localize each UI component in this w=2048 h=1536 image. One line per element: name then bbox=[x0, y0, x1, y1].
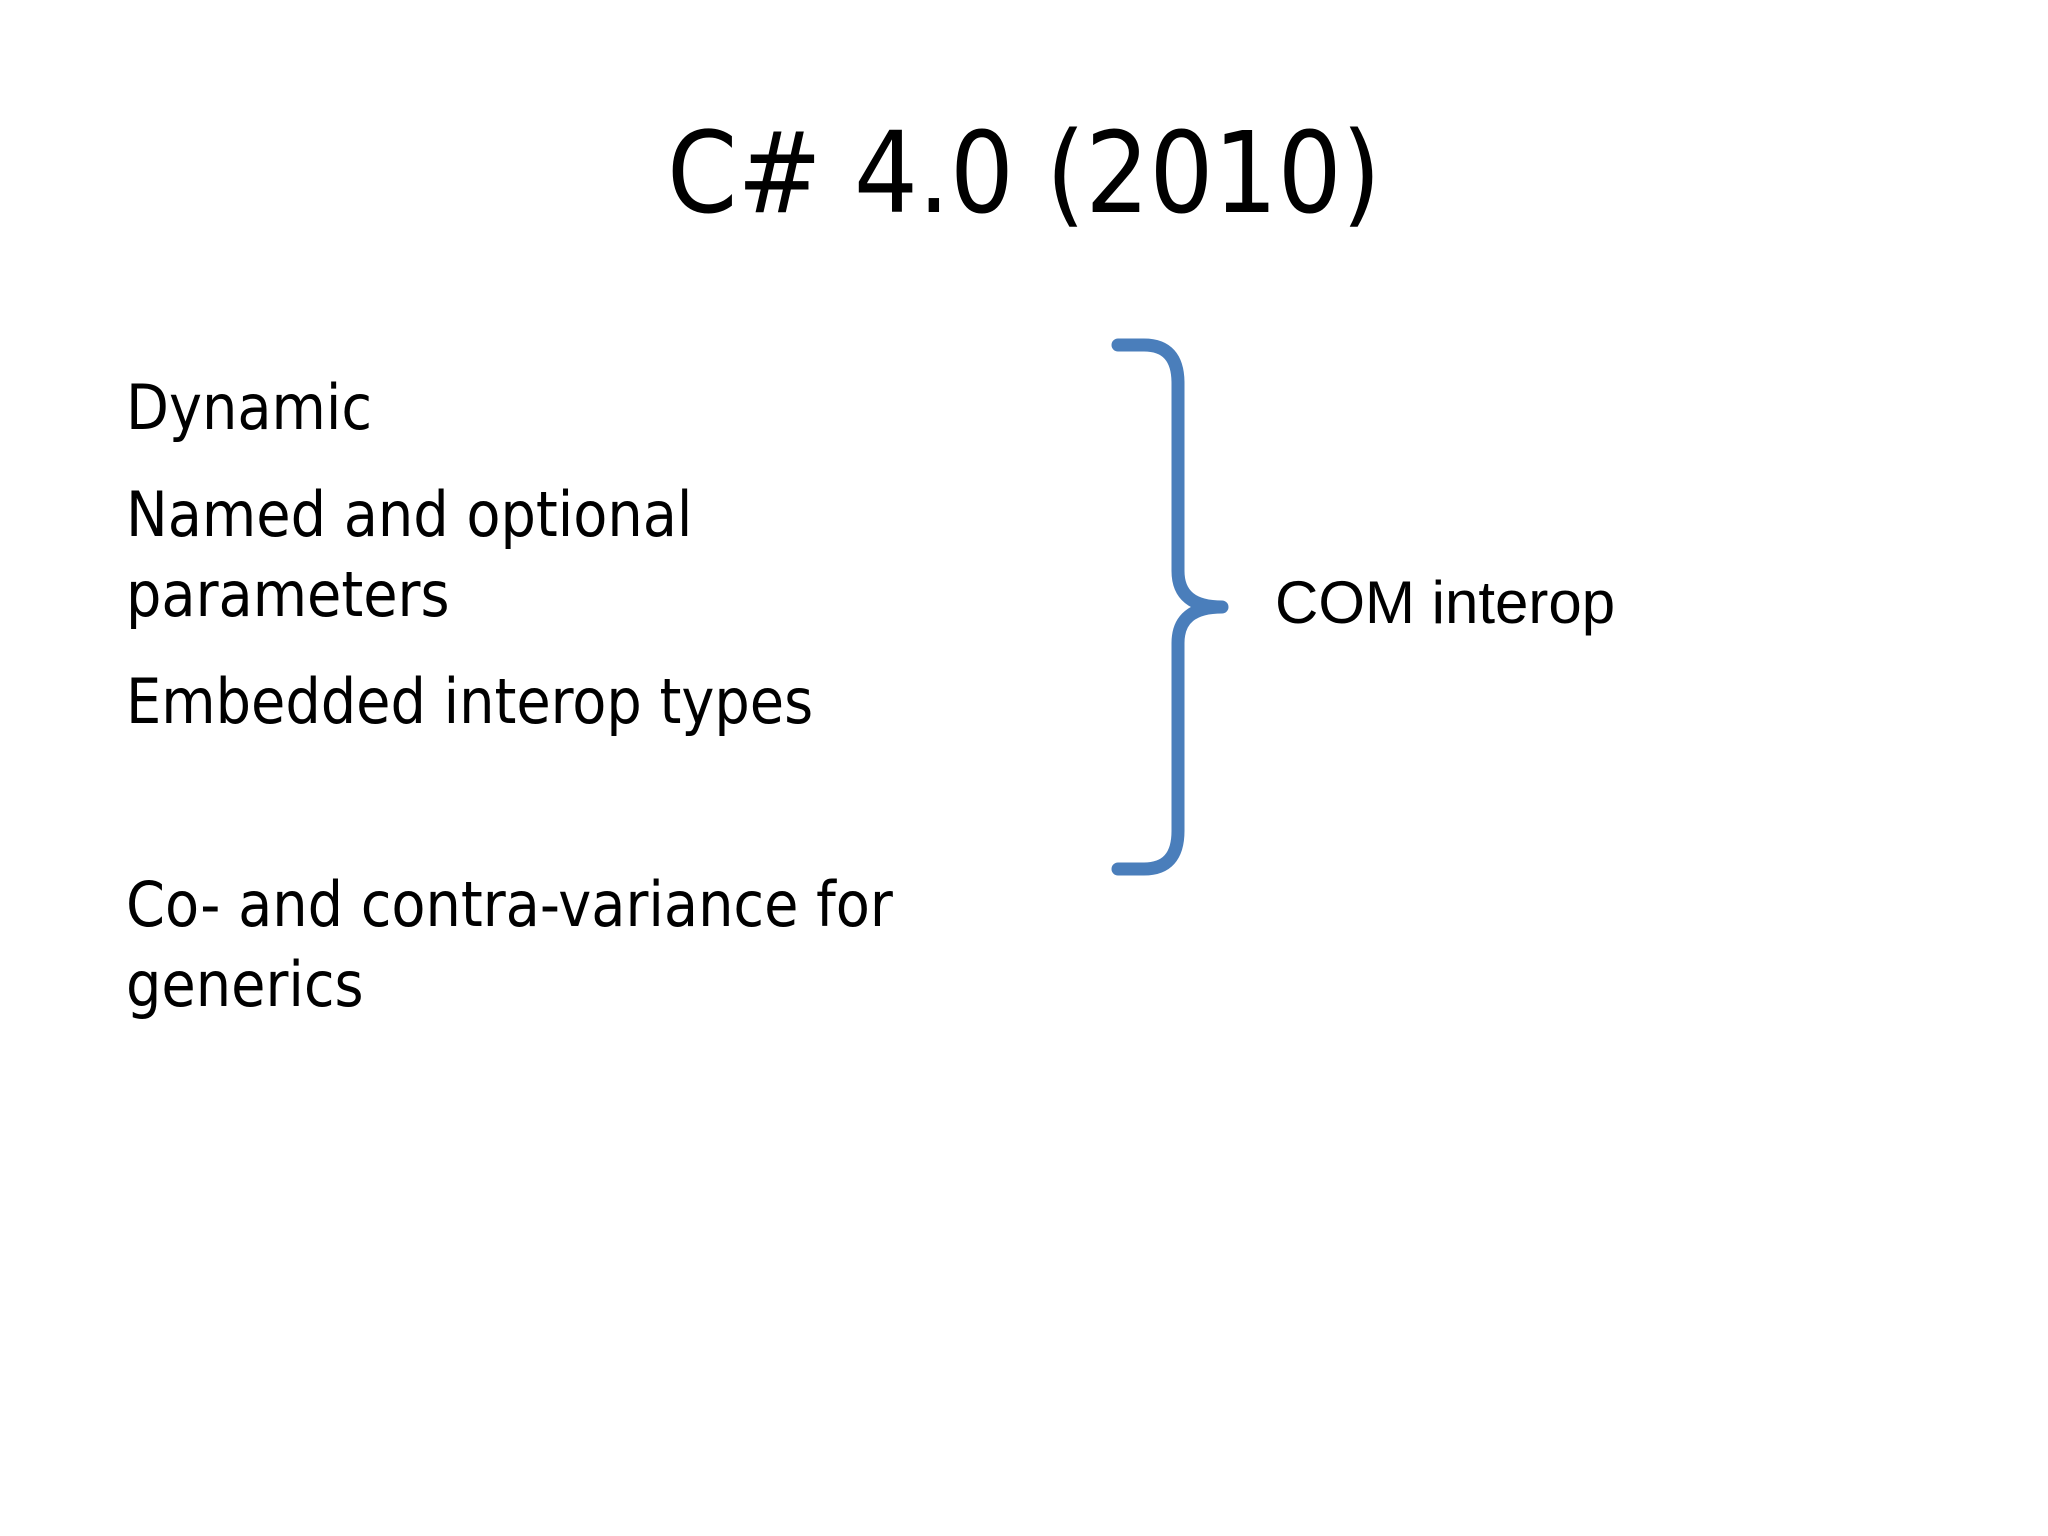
com-interop-label: COM interop bbox=[1275, 569, 1616, 636]
right-curly-brace-icon bbox=[1111, 338, 1229, 876]
body-line-co-and-contra-variance: Co- and contra-variance for generics bbox=[126, 868, 911, 1021]
slide-body-text-block: Dynamic Named and optional parameters Em… bbox=[126, 368, 1126, 1024]
slide-title: C# 4.0 (2010) bbox=[667, 109, 1381, 239]
body-line-named-and-optional-parameters: Named and optional parameters bbox=[126, 478, 693, 631]
com-interop-callout-group: COM interop bbox=[1110, 335, 1810, 885]
body-line-dynamic: Dynamic bbox=[126, 371, 373, 444]
body-line-embedded-interop-types: Embedded interop types bbox=[126, 665, 814, 739]
